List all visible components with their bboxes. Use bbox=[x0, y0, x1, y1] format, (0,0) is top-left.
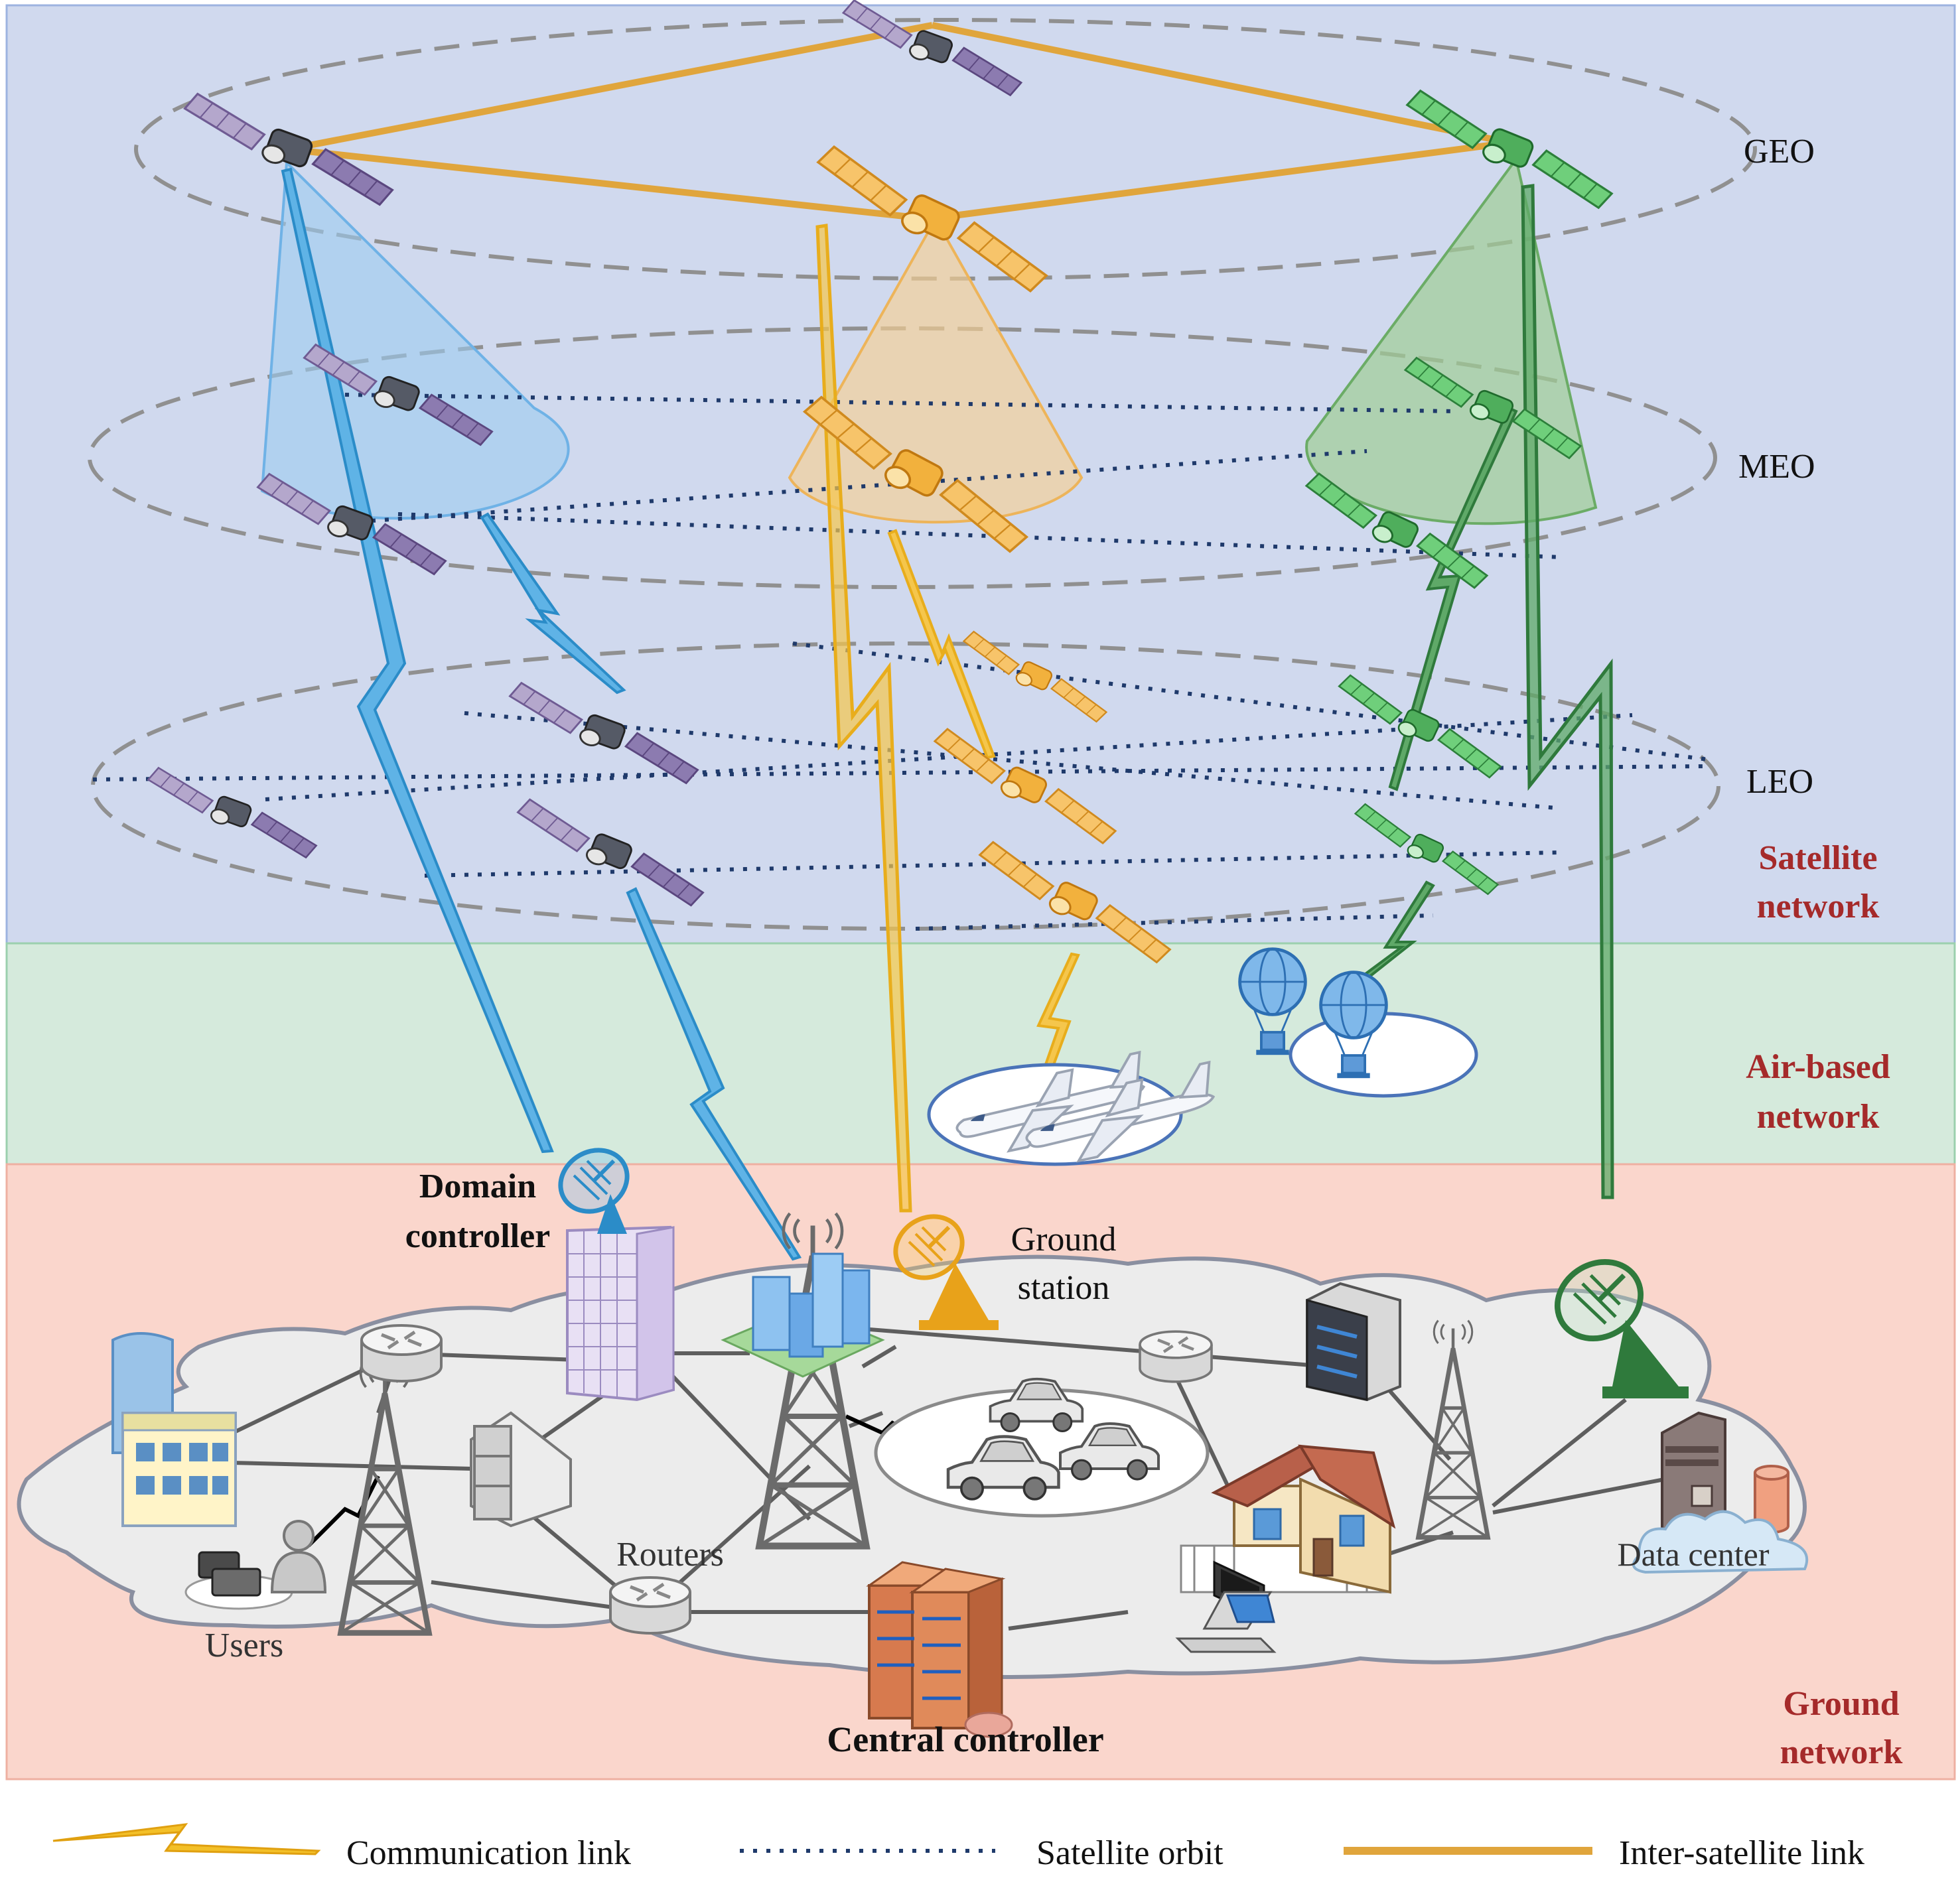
routers-label: Routers bbox=[616, 1536, 724, 1574]
geo-orbit bbox=[134, 18, 1757, 281]
geo-label: GEO bbox=[1744, 133, 1815, 170]
meo-label: MEO bbox=[1738, 448, 1815, 486]
ground-station-base bbox=[919, 1264, 999, 1330]
users-label: Users bbox=[205, 1627, 283, 1664]
router-icon bbox=[362, 1325, 441, 1381]
central-controller-server-icon bbox=[866, 1561, 1013, 1738]
server-icon bbox=[1306, 1282, 1401, 1402]
data-center-icon bbox=[1632, 1411, 1809, 1574]
domain-controller-label-line1: Domain bbox=[419, 1168, 536, 1205]
ground-station-label-line1: Ground bbox=[1011, 1221, 1117, 1258]
satellite-orbit-links bbox=[92, 393, 1709, 931]
communication-link-green-geo bbox=[1521, 184, 1614, 1199]
city-block-icon bbox=[721, 1252, 885, 1378]
legend-communication-link-icon bbox=[52, 1823, 321, 1855]
firewall-icon bbox=[470, 1411, 572, 1528]
data-center-dish-base bbox=[1602, 1320, 1689, 1398]
router-icon bbox=[610, 1578, 690, 1633]
ground-network-label-line2: network bbox=[1780, 1733, 1903, 1771]
legend-inter-satellite-link-label: Inter-satellite link bbox=[1619, 1834, 1864, 1872]
leo-orbit bbox=[91, 641, 1720, 931]
domain-controller-label-line2: controller bbox=[405, 1217, 551, 1255]
ground-network-label-line1: Ground bbox=[1783, 1685, 1899, 1723]
laptop-icon bbox=[1175, 1560, 1277, 1653]
legend-satellite-orbit-label: Satellite orbit bbox=[1036, 1834, 1224, 1872]
communication-link-green-meo bbox=[1388, 406, 1518, 791]
communication-link-blue-meo bbox=[480, 512, 626, 695]
inter-satellite-links bbox=[288, 22, 1510, 222]
central-controller-label: Central controller bbox=[827, 1719, 1103, 1759]
communication-link-blue-domain bbox=[281, 167, 554, 1154]
balloon-platform bbox=[1289, 1012, 1478, 1098]
domain-controller-dish-base bbox=[597, 1194, 627, 1234]
domain-controller-building-icon bbox=[566, 1225, 675, 1402]
user-icon bbox=[184, 1520, 327, 1610]
air-network-label-line2: network bbox=[1757, 1098, 1880, 1136]
air-network-label-line1: Air-based bbox=[1746, 1048, 1890, 1086]
office-building-icon bbox=[111, 1332, 237, 1527]
communication-link-blue-leo bbox=[626, 887, 802, 1261]
satellite-network-label-line1: Satellite bbox=[1758, 839, 1877, 877]
data-center-label: Data center bbox=[1617, 1536, 1769, 1573]
router-icon bbox=[1140, 1331, 1212, 1382]
leo-label: LEO bbox=[1746, 763, 1813, 801]
legend: Communication link Satellite orbit Inter… bbox=[52, 1823, 1864, 1872]
ground-station-label-line2: station bbox=[1018, 1269, 1110, 1307]
legend-communication-link-label: Communication link bbox=[346, 1834, 631, 1872]
satellite-network-label-line2: network bbox=[1757, 888, 1880, 925]
